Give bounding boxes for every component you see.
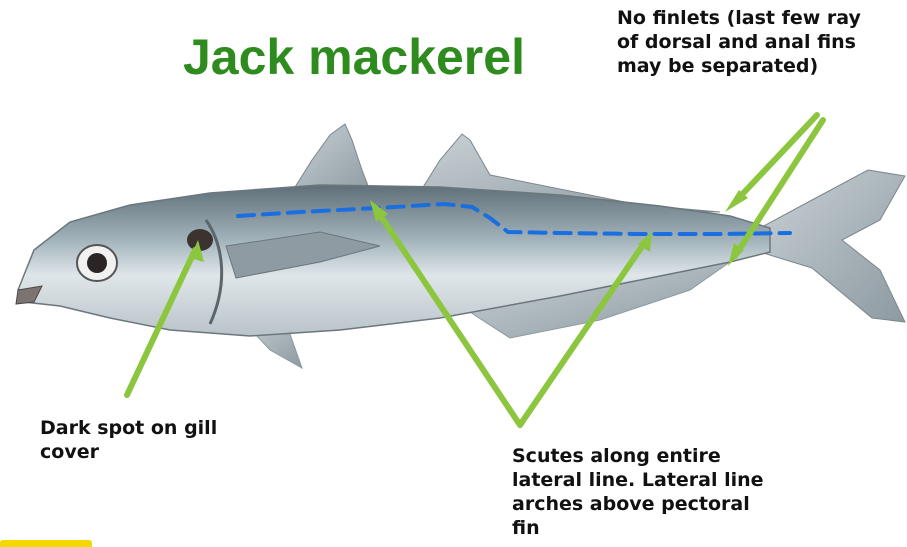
eye-pupil: [87, 253, 107, 273]
corner-badge: [0, 540, 92, 547]
label-gill-line-1: Dark spot on gill: [40, 416, 217, 440]
label-gill-line-2: cover: [40, 440, 217, 464]
caudal-fin: [760, 170, 905, 322]
label-scutes-line-3: arches above pectoral: [512, 492, 764, 516]
label-finlets: No finlets (last few ray of dorsal and a…: [617, 6, 861, 78]
label-finlets-line-1: No finlets (last few ray: [617, 6, 861, 30]
label-scutes-line-2: lateral line. Lateral line: [512, 468, 764, 492]
label-finlets-line-2: of dorsal and anal fins: [617, 30, 861, 54]
label-scutes-line-4: fin: [512, 516, 764, 540]
label-finlets-line-3: may be separated): [617, 54, 861, 78]
label-scutes-line-1: Scutes along entire: [512, 444, 764, 468]
label-gill-spot: Dark spot on gill cover: [40, 416, 217, 464]
label-scutes: Scutes along entire lateral line. Latera…: [512, 444, 764, 540]
page-title: Jack mackerel: [183, 28, 525, 86]
